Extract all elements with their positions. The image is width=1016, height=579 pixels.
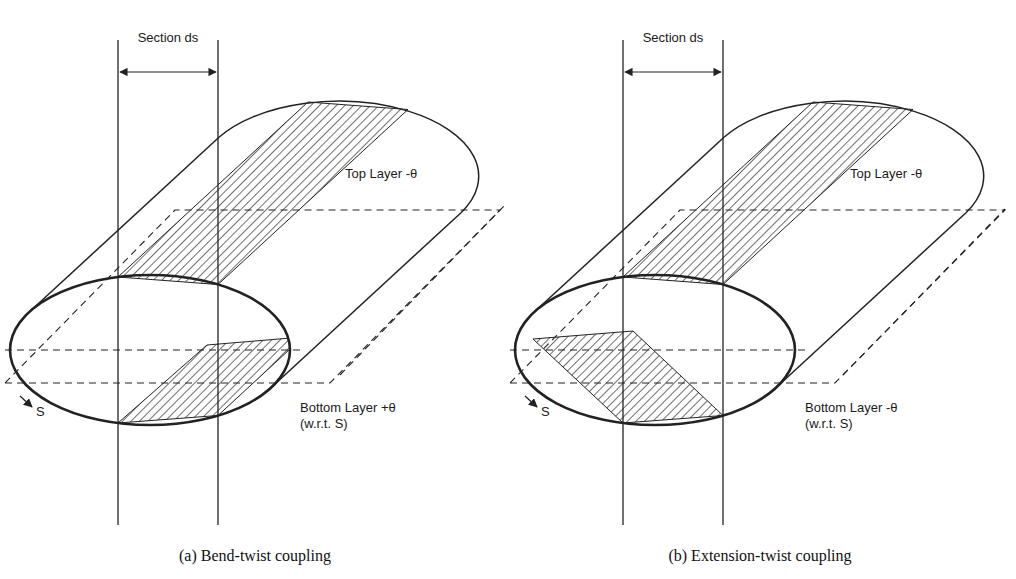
- section-line: [722, 40, 723, 525]
- cylinder-edge: [534, 137, 724, 312]
- front-rim: [10, 275, 290, 425]
- plane-edge: [340, 205, 505, 375]
- layer-label: Top Layer -θ: [345, 166, 419, 182]
- plane-edge: [843, 209, 1005, 375]
- front-rim: [515, 275, 795, 425]
- coordinate-label: S: [36, 404, 52, 420]
- subfigure-caption: (b) Extension-twist coupling: [600, 546, 920, 565]
- layer-label: Top Layer -θ: [850, 166, 924, 182]
- section-label: Section ds: [136, 30, 200, 46]
- subfigure-caption: (a) Bend-twist coupling: [95, 546, 415, 565]
- s-direction-arrow: [20, 396, 32, 407]
- bottom-layer-strip: [118, 337, 303, 423]
- s-direction-arrow: [525, 396, 537, 407]
- dimension-line: [120, 71, 216, 72]
- back-rim: [219, 101, 479, 213]
- coordinate-label: S: [541, 404, 557, 420]
- bottom-layer-strip: [533, 331, 723, 423]
- cylinder-edge: [776, 213, 966, 388]
- top-layer-strip: [118, 102, 408, 285]
- panel-b: [510, 40, 1005, 525]
- layer-label: Bottom Layer +θ (w.r.t. S): [300, 400, 404, 432]
- layer-label: Bottom Layer -θ (w.r.t. S): [805, 400, 909, 432]
- panel-a: [5, 40, 505, 525]
- cylinder-edge: [271, 213, 461, 388]
- cylinder-edge: [29, 137, 219, 312]
- section-line: [217, 40, 218, 525]
- back-rim: [724, 101, 984, 213]
- top-layer-strip: [623, 102, 913, 285]
- section-line: [622, 40, 623, 525]
- section-label: Section ds: [641, 30, 705, 46]
- section-line: [117, 40, 118, 525]
- dimension-line: [625, 71, 721, 72]
